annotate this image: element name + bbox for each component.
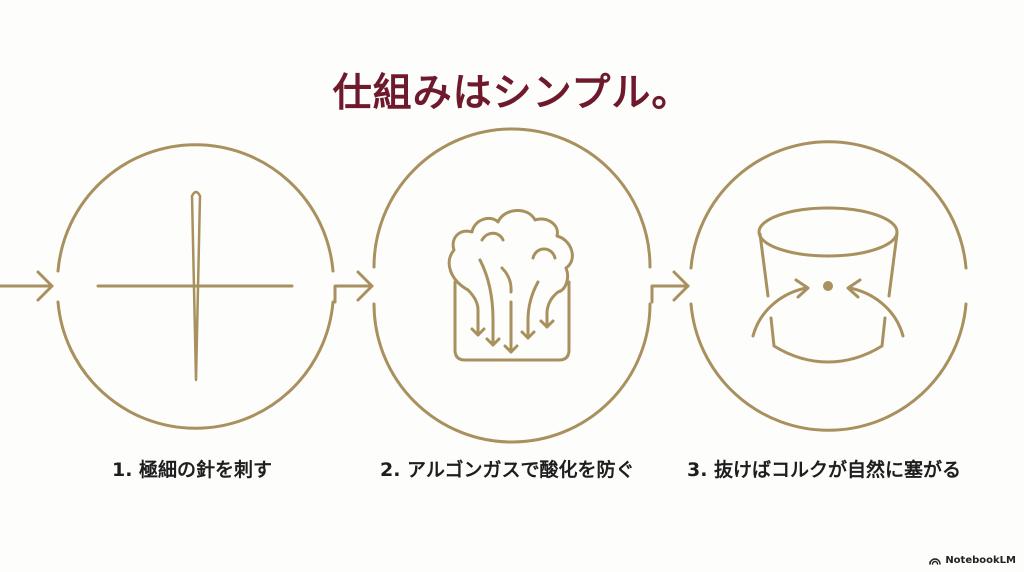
cork-reseal-icon [751, 206, 905, 364]
notebooklm-brand: NotebookLM [929, 555, 1016, 566]
arrow-in-icon [0, 270, 54, 302]
step-2-label: 2. アルゴンガスで酸化を防ぐ [380, 459, 635, 481]
argon-gas-icon [447, 209, 574, 362]
step-3-label: 3. 抜けばコルクが自然に塞がる [687, 459, 962, 481]
arrow-2-to-3-icon [650, 270, 690, 304]
page-title: 仕組みはシンプル。 [332, 71, 692, 116]
notebooklm-logo-icon [929, 558, 942, 565]
arrow-1-to-2-icon [333, 270, 374, 304]
needle-icon [96, 190, 294, 382]
step-3-circle [689, 140, 968, 432]
step-1-label: 1. 極細の針を刺す [112, 459, 273, 481]
step-2-circle [372, 127, 652, 444]
step-1-circle [56, 143, 335, 430]
brand-label: NotebookLM [945, 555, 1016, 566]
